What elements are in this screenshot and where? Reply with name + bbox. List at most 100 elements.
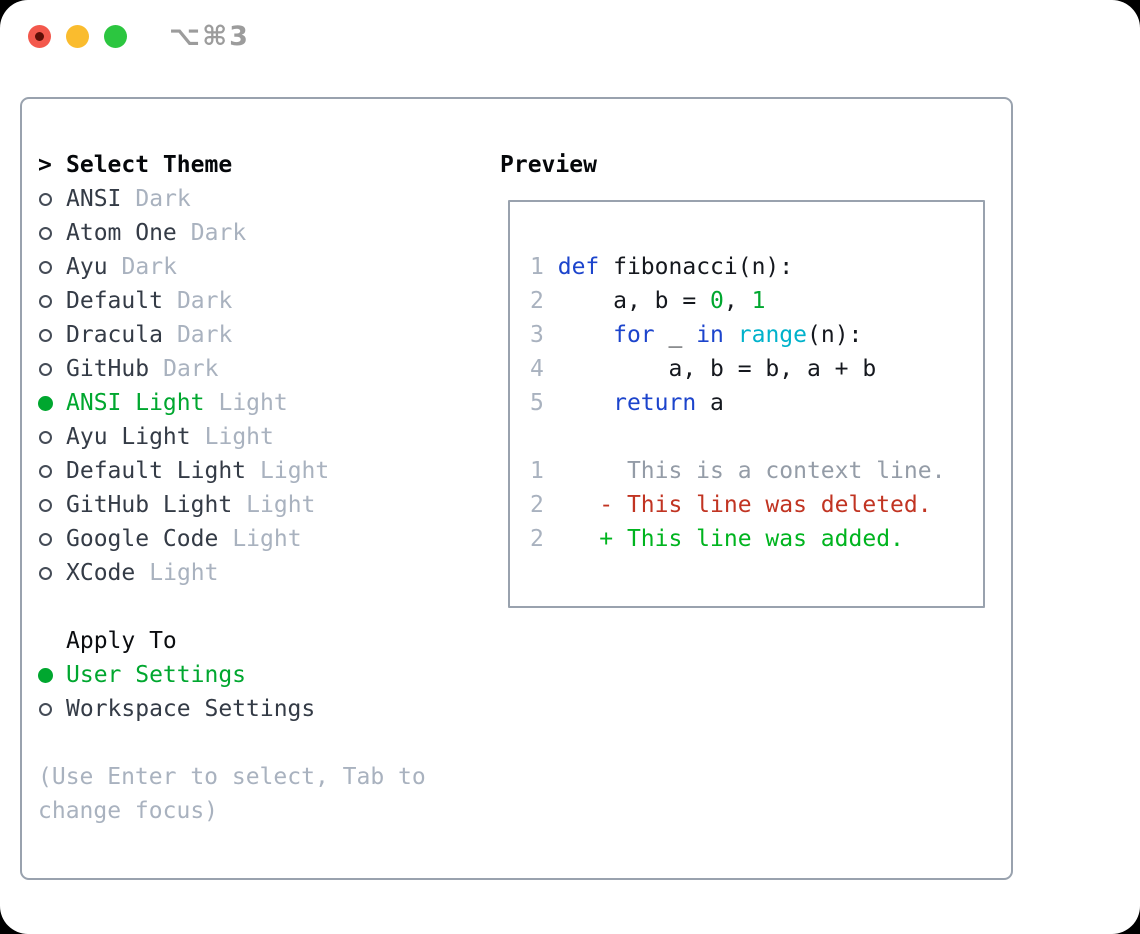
- theme-option-ayu-light[interactable]: Ayu Light Light: [38, 420, 500, 454]
- preview-box: 1 def fibonacci(n): 2 a, b = 0, 1 3 for …: [508, 200, 985, 608]
- radio-marker: [38, 532, 66, 546]
- diff-deleted-line: 2 - This line was deleted.: [530, 492, 932, 518]
- preview-title: Preview: [500, 152, 597, 178]
- theme-name: Default Light: [66, 458, 247, 484]
- radio-marker: [38, 362, 66, 376]
- radio-marker: [38, 702, 66, 716]
- radio-icon: [39, 294, 52, 308]
- theme-option-dracula-dark[interactable]: Dracula Dark: [38, 318, 500, 352]
- theme-tag: Dark: [190, 220, 247, 246]
- theme-option-xcode[interactable]: XCode Light: [38, 556, 500, 590]
- theme-name: ANSI Light: [66, 390, 205, 416]
- radio-icon: [39, 566, 52, 580]
- close-dot-icon: [35, 32, 44, 41]
- line-number: 2: [530, 288, 544, 314]
- theme-name: GitHub Light: [66, 492, 233, 518]
- radio-marker: [38, 395, 66, 411]
- radio-marker: [38, 667, 66, 683]
- radio-marker: [38, 464, 66, 478]
- theme-name: Default: [66, 288, 163, 314]
- hint-line-2: change focus): [38, 798, 219, 824]
- prompt-caret: >: [38, 152, 52, 178]
- theme-name: Dracula: [66, 322, 163, 348]
- diff-context-line: 1 This is a context line.: [530, 458, 946, 484]
- radio-marker: [38, 498, 66, 512]
- radio-marker: [38, 192, 66, 206]
- traffic-lights: [28, 25, 127, 48]
- theme-option-github-light[interactable]: GitHub Light Light: [38, 488, 500, 522]
- theme-tag: Dark: [121, 254, 177, 280]
- apply-option-name: User Settings: [66, 662, 247, 688]
- line-number: 1: [530, 254, 544, 280]
- theme-name: Ayu: [66, 254, 108, 280]
- radio-marker: [38, 328, 66, 342]
- theme-tag: Dark: [135, 186, 191, 212]
- radio-icon: [39, 260, 52, 274]
- theme-name: XCode: [66, 560, 136, 586]
- zoom-button[interactable]: [104, 25, 127, 48]
- theme-name: Google Code: [66, 526, 219, 552]
- radio-selected-icon: [38, 395, 53, 411]
- radio-icon: [39, 192, 52, 206]
- window-title: ⌥⌘3: [169, 21, 250, 52]
- theme-tag: Light: [218, 390, 288, 416]
- line-number: 2: [530, 492, 544, 518]
- theme-name: ANSI: [66, 186, 122, 212]
- line-number: 3: [530, 322, 544, 348]
- minimize-button[interactable]: [66, 25, 89, 48]
- radio-marker: [38, 294, 66, 308]
- theme-option-default-light[interactable]: Default Light Light: [38, 454, 500, 488]
- theme-option-ayu-dark[interactable]: Ayu Dark: [38, 250, 500, 284]
- radio-icon: [39, 328, 52, 342]
- apply-option-workspace-settings[interactable]: Workspace Settings: [38, 692, 500, 726]
- radio-marker: [38, 260, 66, 274]
- spacer: [38, 590, 500, 624]
- code-line: 1 def fibonacci(n):: [530, 254, 794, 280]
- apply-option-name: Workspace Settings: [66, 696, 316, 722]
- radio-marker: [38, 566, 66, 580]
- theme-tag: Light: [232, 526, 302, 552]
- select-theme-header: > Select Theme: [38, 148, 500, 182]
- theme-option-google-code[interactable]: Google Code Light: [38, 522, 500, 556]
- theme-tag: Dark: [176, 288, 233, 314]
- spacer: [38, 726, 500, 760]
- theme-option-ansi-dark[interactable]: ANSI Dark: [38, 182, 500, 216]
- theme-tag: Light: [204, 424, 274, 450]
- titlebar: ⌥⌘3: [28, 21, 250, 52]
- apply-to-label: Apply To: [66, 628, 177, 654]
- radio-icon: [39, 226, 52, 240]
- line-number: 1: [530, 458, 544, 484]
- radio-icon: [39, 430, 52, 444]
- radio-icon: [39, 702, 52, 716]
- theme-picker-panel: > Select Theme ANSI Dark Atom One Dark A…: [20, 97, 1013, 880]
- radio-selected-icon: [38, 667, 53, 683]
- line-number: 2: [530, 526, 544, 552]
- close-button[interactable]: [28, 25, 51, 48]
- radio-icon: [39, 498, 52, 512]
- section-title: Select Theme: [66, 152, 233, 178]
- theme-option-atom-one-dark[interactable]: Atom One Dark: [38, 216, 500, 250]
- line-number: 5: [530, 390, 544, 416]
- theme-name: Ayu Light: [66, 424, 191, 450]
- radio-icon: [39, 362, 52, 376]
- theme-tag: Light: [149, 560, 219, 586]
- theme-tag: Light: [246, 492, 316, 518]
- code-line: 2 a, b = 0, 1: [530, 288, 766, 314]
- theme-option-ansi-light[interactable]: ANSI Light Light: [38, 386, 500, 420]
- diff-added-line: 2 + This line was added.: [530, 526, 904, 552]
- code-line: 3 for _ in range(n):: [530, 322, 863, 348]
- code-line: 4 a, b = b, a + b: [530, 356, 877, 382]
- apply-option-user-settings[interactable]: User Settings: [38, 658, 500, 692]
- preview-column: Preview 1 def fibonacci(n): 2 a, b = 0, …: [500, 148, 1011, 878]
- theme-list-column: > Select Theme ANSI Dark Atom One Dark A…: [38, 148, 500, 878]
- radio-marker: [38, 430, 66, 444]
- theme-option-github-dark[interactable]: GitHub Dark: [38, 352, 500, 386]
- code-line: 5 return a: [530, 390, 724, 416]
- radio-icon: [39, 464, 52, 478]
- radio-icon: [39, 532, 52, 546]
- theme-tag: Dark: [163, 356, 219, 382]
- theme-tag: Light: [260, 458, 330, 484]
- blank-line: [530, 420, 983, 454]
- theme-option-default-dark[interactable]: Default Dark: [38, 284, 500, 318]
